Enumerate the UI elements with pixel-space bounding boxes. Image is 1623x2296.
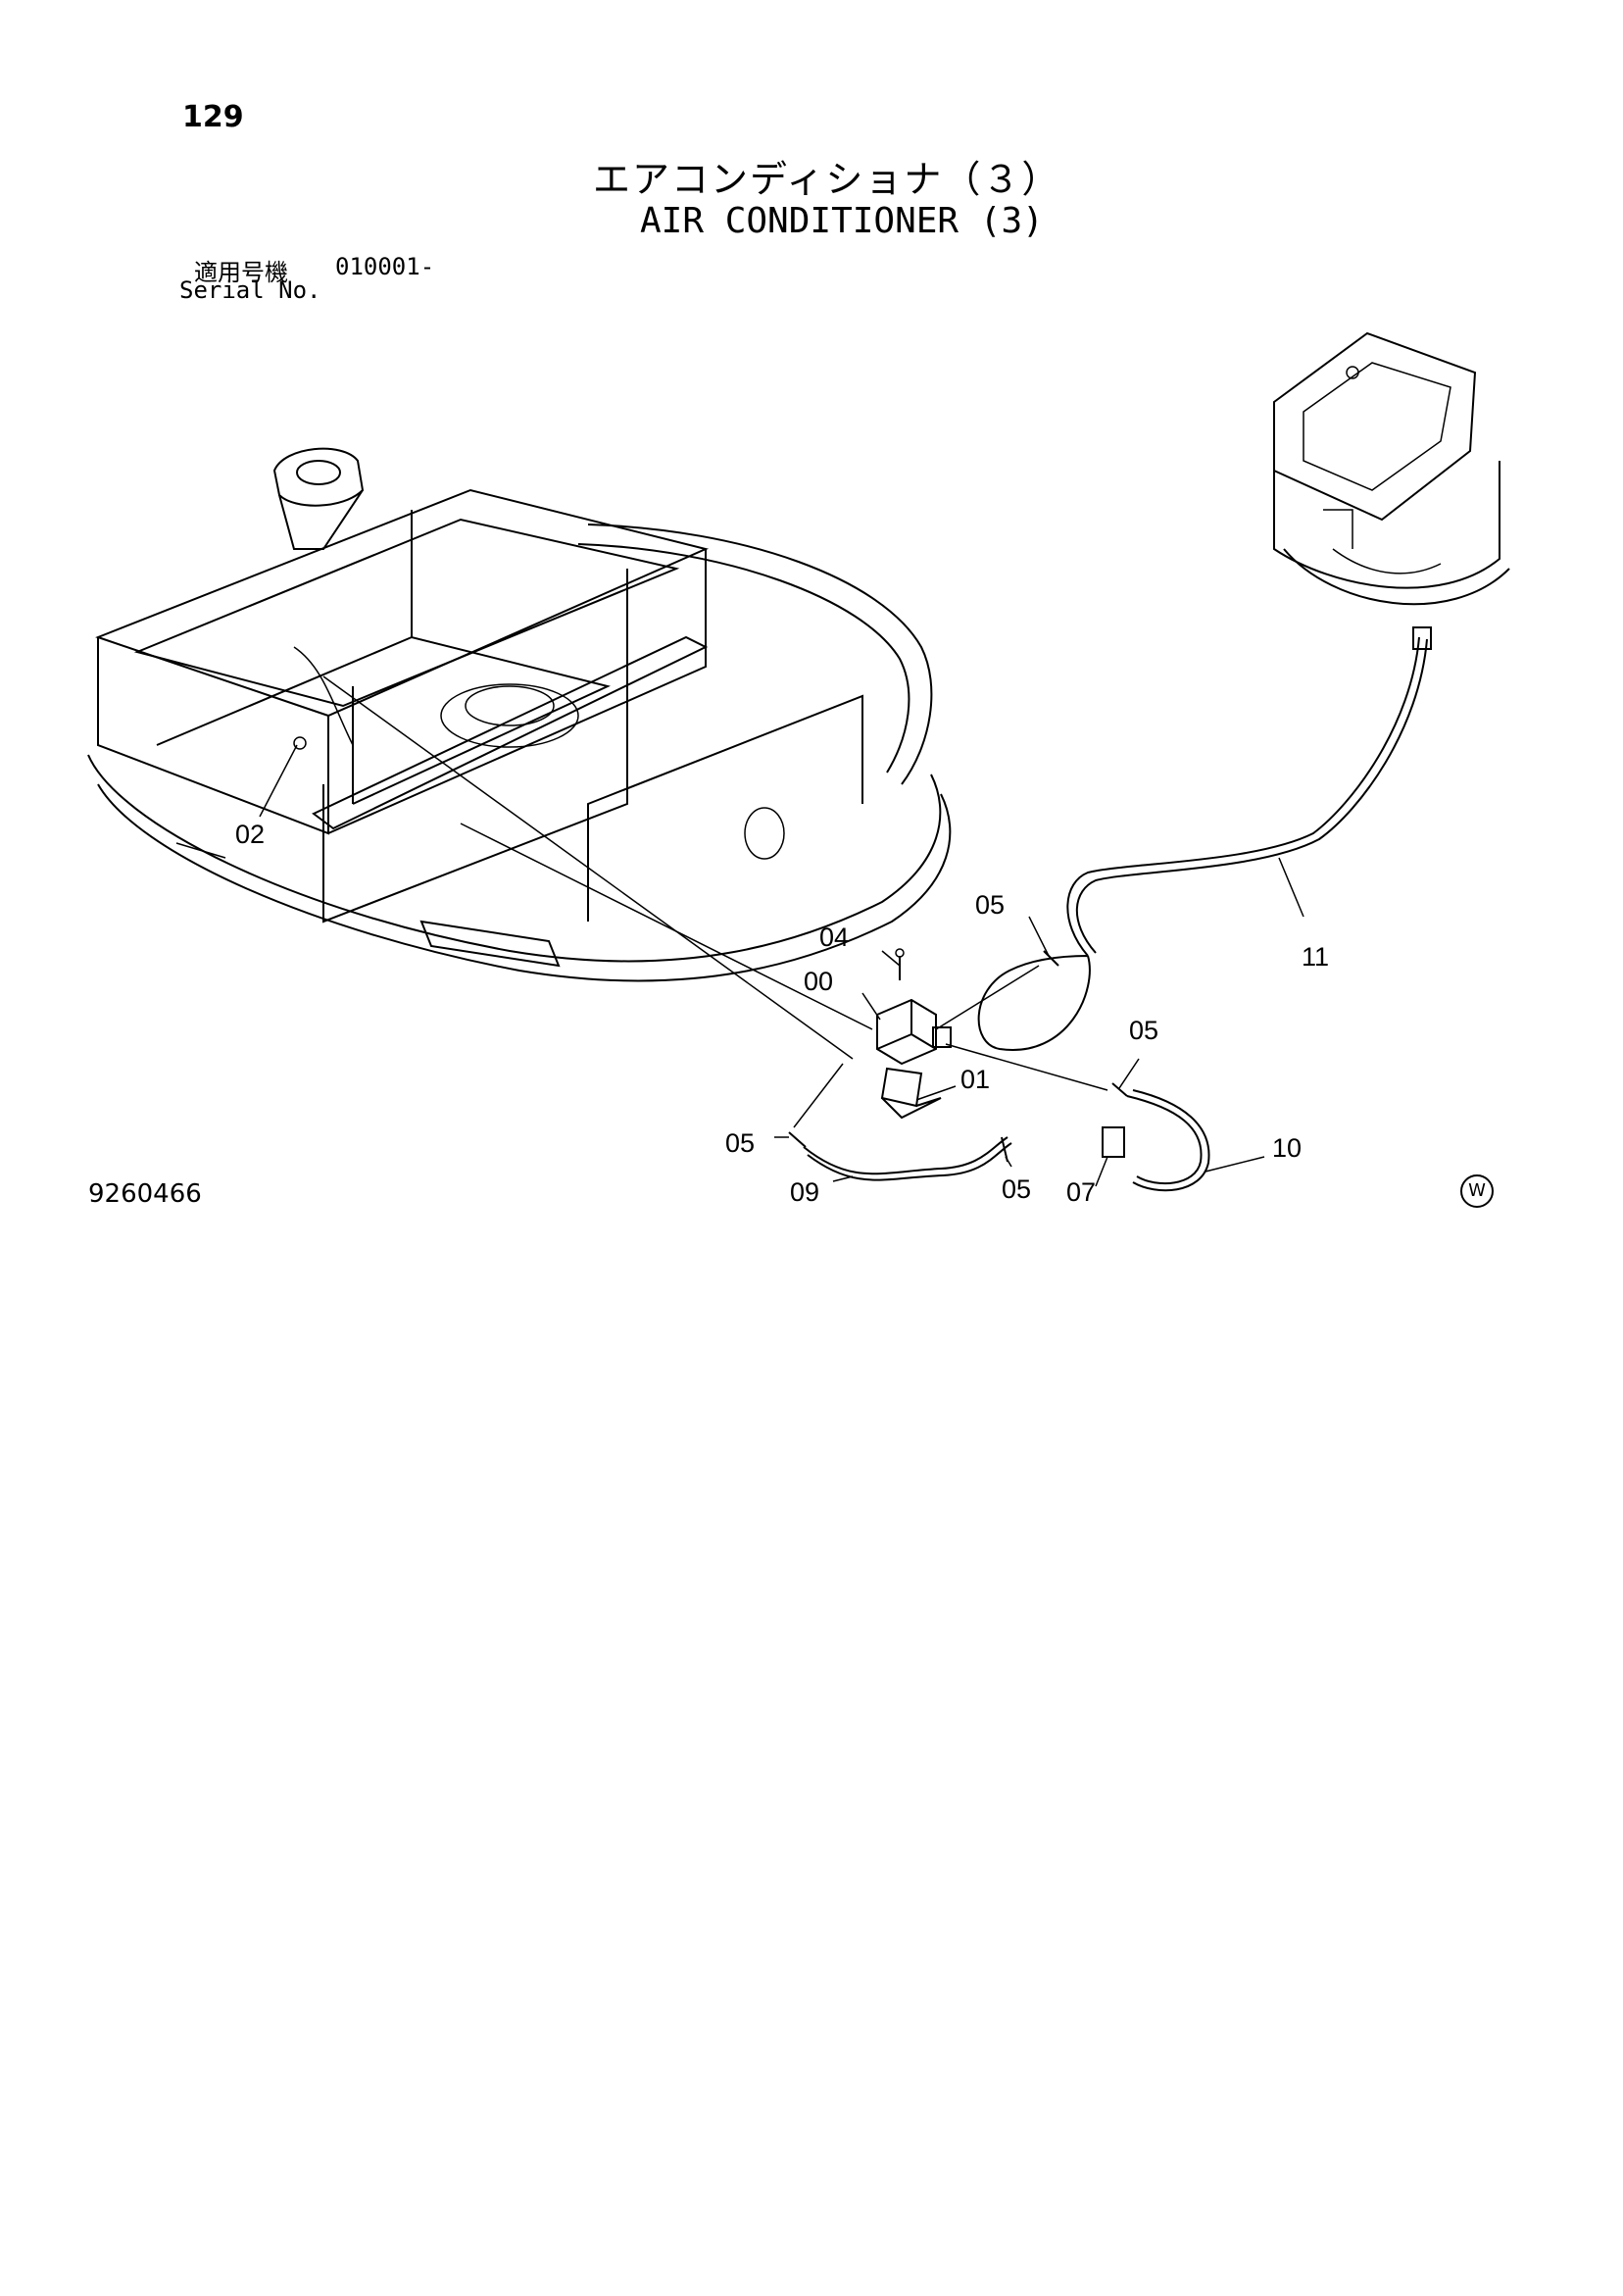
page-number: 129 <box>182 100 244 134</box>
callout-05-left: 05 <box>725 1128 755 1158</box>
callout-07: 07 <box>1066 1177 1096 1207</box>
cab-drawing <box>1273 331 1510 606</box>
callout-04: 04 <box>819 923 849 952</box>
w-mark: W <box>1460 1174 1494 1208</box>
hose-11 <box>977 626 1432 1051</box>
serial-value: 010001- <box>335 253 435 280</box>
callout-01: 01 <box>960 1065 990 1094</box>
assembly-lines <box>322 675 1108 1128</box>
title-japanese: エアコンディショナ（３） <box>593 158 1061 201</box>
title-english: AIR CONDITIONER (3) <box>640 201 1044 241</box>
serial-label-japanese: 適用号機 <box>194 259 288 286</box>
callout-05-top: 05 <box>975 890 1005 920</box>
upper-frame-drawing <box>87 447 952 982</box>
drawing-number: 9260466 <box>88 1179 202 1209</box>
callout-00: 00 <box>804 967 833 996</box>
callout-11: 11 <box>1302 942 1329 972</box>
callout-02: 02 <box>235 820 265 849</box>
serial-label-english: Serial No. <box>179 276 321 304</box>
callout-09: 09 <box>790 1177 819 1207</box>
callout-10: 10 <box>1272 1133 1302 1163</box>
callout-05-bottom: 05 <box>1002 1174 1031 1204</box>
callout-leaders <box>259 744 1304 1187</box>
valve-assembly <box>788 948 1210 1192</box>
callout-05-right: 05 <box>1129 1016 1158 1045</box>
